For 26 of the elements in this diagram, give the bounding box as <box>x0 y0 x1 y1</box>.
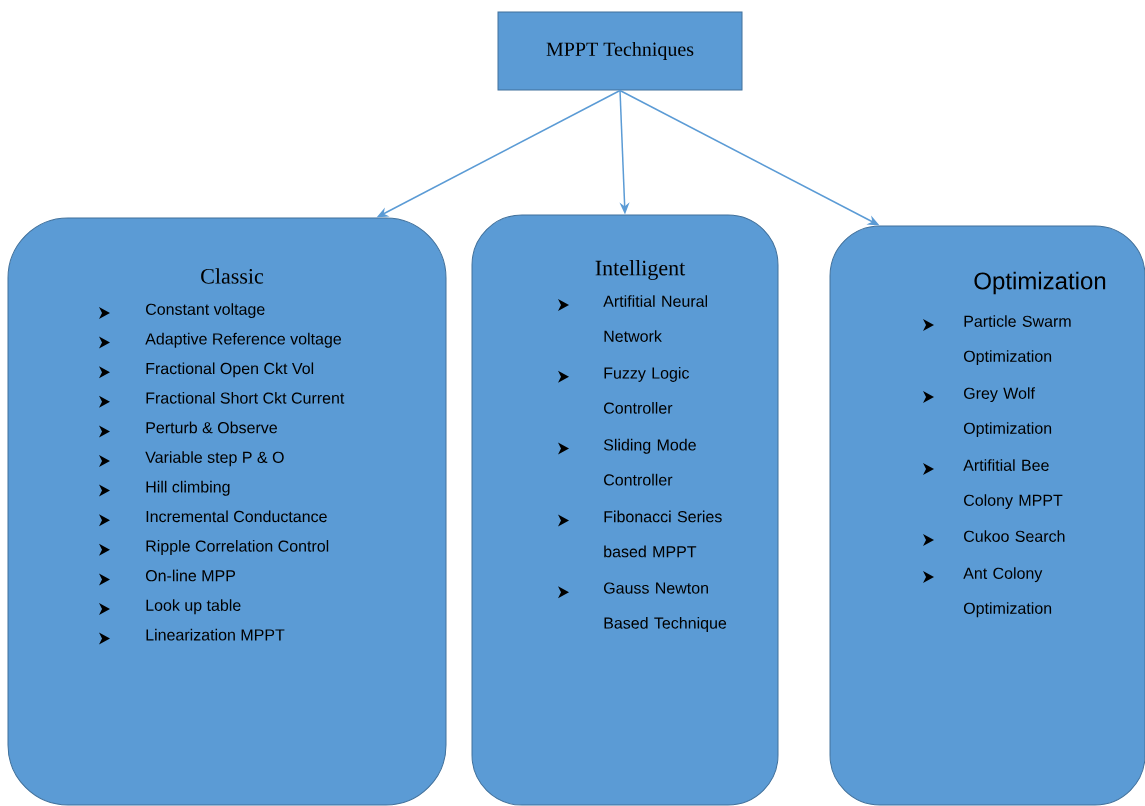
list-item: Fractional Open Ckt Vol <box>146 362 314 378</box>
list-item: Ripple Correlation Control <box>146 540 329 555</box>
category-heading: Optimization <box>974 271 1106 295</box>
category-heading: Intelligent <box>595 260 686 280</box>
list-item: On-line MPP <box>145 569 236 582</box>
list-item: Artifitial Bee Colony MPPT <box>963 459 1063 510</box>
list-item: Grey Wolf Optimization <box>963 387 1052 438</box>
category-heading: Classic <box>201 268 264 284</box>
list-item: Constant voltage <box>146 303 265 319</box>
list-item: Artifitial Neural Network <box>603 295 708 342</box>
list-item: Gauss Newton Based Technique <box>604 582 727 632</box>
list-item: Incremental Conductance <box>146 510 327 523</box>
list-item: Fuzzy Logic Controller <box>604 367 689 414</box>
list-item: Perturb & Observe <box>146 421 277 434</box>
list-item: Particle Swarm Optimization <box>963 315 1071 366</box>
list-item: Adaptive Reference voltage <box>145 332 341 348</box>
list-item: Linearization MPPT <box>146 628 285 641</box>
list-item: Look up table <box>146 599 241 615</box>
list-item: Cukoo Search <box>964 530 1065 542</box>
list-item: Ant Colony Optimization <box>963 567 1052 618</box>
list-item: Sliding Mode Controller <box>603 438 696 486</box>
list-item: Fractional Short Ckt Current <box>146 392 345 404</box>
list-item: Hill climbing <box>146 480 230 496</box>
title-box: MPPT Techniques <box>497 11 743 91</box>
list-item: Variable step P & O <box>145 451 284 467</box>
list-item: Fibonacci Series based MPPT <box>604 510 722 558</box>
